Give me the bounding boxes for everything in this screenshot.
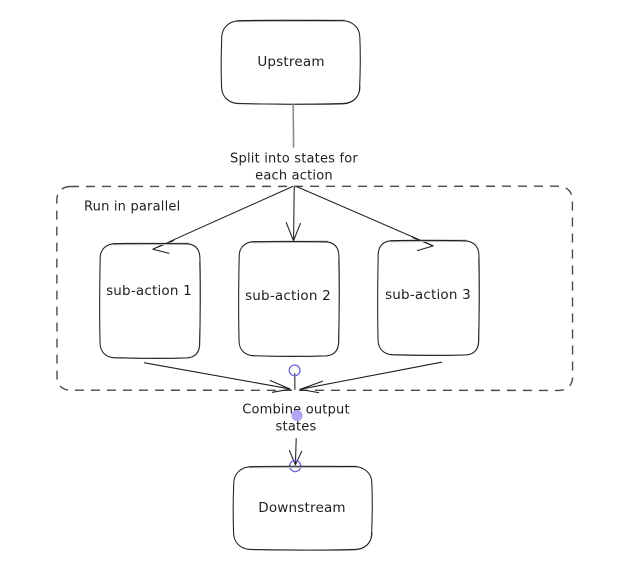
sub-action-2-label: sub-action 2 bbox=[245, 288, 331, 304]
sub-action-1-label: sub-action 1 bbox=[106, 283, 192, 299]
upstream-box-outline-pass2 bbox=[235, 86, 361, 105]
arrow-combine-to-downstream-head bbox=[288, 449, 303, 466]
group-run-in-parallel[interactable]: Run in parallel bbox=[56, 185, 574, 392]
arrow-split-to-sub2-shaft bbox=[293, 186, 295, 242]
arrow-sub3-to-combine-head bbox=[299, 380, 324, 394]
arrow-sub1-to-combine-head bbox=[269, 379, 291, 393]
arrow-sub1-to-combine-shaft bbox=[143, 362, 291, 390]
sub-action-3-outline-pass2 bbox=[390, 258, 480, 356]
split-label-line2: each action bbox=[255, 169, 333, 184]
group-dashed-border bbox=[56, 185, 574, 392]
combine-binding-point-ring[interactable] bbox=[288, 364, 301, 377]
node-sub-action-2[interactable]: sub-action 2 bbox=[238, 240, 340, 357]
fanin-arrows bbox=[143, 361, 443, 394]
sub-action-3-label: sub-action 3 bbox=[385, 287, 471, 303]
upstream-label: Upstream bbox=[257, 54, 324, 70]
split-label-backdrop bbox=[212, 148, 378, 182]
sub-action-2-outline-pass2 bbox=[251, 259, 340, 357]
group-label: Run in parallel bbox=[84, 200, 180, 215]
group-label-backdrop bbox=[76, 193, 206, 213]
node-downstream[interactable]: Downstream bbox=[232, 465, 373, 551]
arrow-split-to-sub1-head bbox=[152, 240, 175, 254]
node-sub-action-1[interactable]: sub-action 1 bbox=[99, 242, 201, 359]
combine-midpoint-handle-dot[interactable] bbox=[291, 409, 303, 422]
combine-label-line2: states bbox=[276, 420, 317, 435]
upstream-box-outline bbox=[220, 19, 361, 105]
edge-label-split: Split into states for each action bbox=[212, 148, 378, 184]
arrow-split-to-sub3-shaft bbox=[295, 185, 434, 247]
downstream-box-outline-pass2 bbox=[247, 532, 373, 551]
edge-label-combine: Combine output states bbox=[228, 400, 366, 435]
sub-action-1-outline bbox=[99, 242, 201, 359]
combine-label-line1: Combine output bbox=[242, 403, 350, 418]
arrow-sub3-to-combine-shaft bbox=[299, 361, 443, 390]
arrow-split-to-sub1-shaft bbox=[152, 185, 294, 250]
downstream-box-outline bbox=[232, 465, 373, 551]
split-label-line1: Split into states for bbox=[230, 152, 358, 167]
node-upstream[interactable]: Upstream bbox=[220, 19, 361, 105]
node-sub-action-3[interactable]: sub-action 3 bbox=[377, 239, 480, 356]
downstream-label: Downstream bbox=[258, 500, 346, 516]
sub-action-1-outline-pass2 bbox=[112, 261, 201, 359]
